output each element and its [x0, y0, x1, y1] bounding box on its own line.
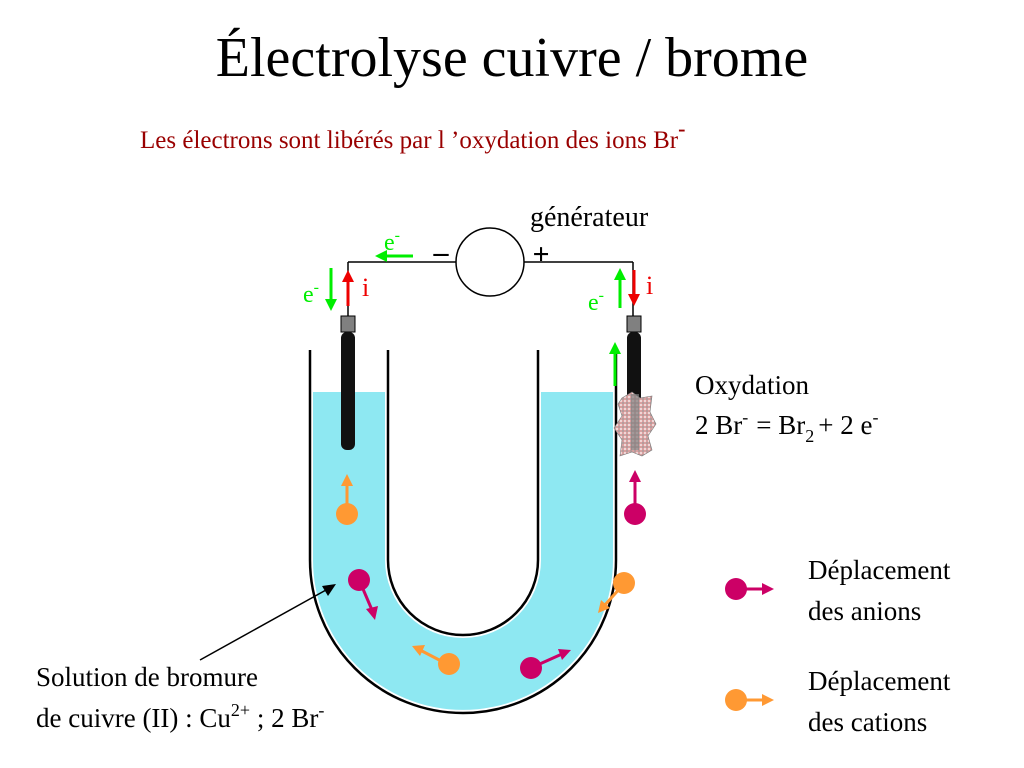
current-label-left: i	[362, 273, 369, 302]
current-arrow-right	[628, 270, 640, 306]
legend-anions-line1: Déplacement	[808, 555, 951, 585]
cation-ion	[598, 572, 635, 613]
right-electrode-cap	[626, 315, 642, 333]
oxidation-equation: 2 Br-= Br2+ 2 e-	[695, 407, 878, 446]
legend-cation-marker	[725, 689, 774, 711]
solution-pointer-head	[322, 584, 336, 596]
current-arrow-left	[342, 270, 354, 306]
electron-arrow-right	[614, 268, 626, 308]
anion-ion	[348, 569, 378, 620]
electron-arrow-anode	[609, 342, 621, 386]
legend-anions-line2: des anions	[808, 596, 921, 626]
solution-label-line2: de cuivre (II) : Cu2+ ; 2 Br-	[36, 700, 324, 733]
electron-arrow-top	[375, 250, 413, 262]
cation-ion	[336, 474, 358, 525]
oxidation-title: Oxydation	[695, 370, 809, 400]
anion-ion	[520, 649, 571, 679]
legend-anion-marker	[725, 578, 774, 600]
electron-label-left: e-	[303, 279, 319, 308]
left-electrode-cap	[340, 315, 356, 333]
subtitle: Les électrons sont libérés par l ’oxydat…	[140, 116, 685, 154]
anion-ion	[624, 470, 646, 525]
right-electrode-core	[631, 394, 639, 450]
u-tube-solution	[313, 392, 613, 710]
page-title: Électrolyse cuivre / brome	[216, 27, 808, 89]
legend-cations-line2: des cations	[808, 707, 927, 737]
solution-pointer-line	[199, 589, 327, 661]
generator-label: générateur	[530, 202, 649, 233]
electron-label-top: e-	[384, 227, 400, 256]
generator-minus: –	[433, 236, 450, 269]
generator-plus: +	[532, 238, 549, 271]
u-tube-wall-outer	[308, 350, 618, 715]
left-electrode	[341, 332, 355, 450]
legend-cations-line1: Déplacement	[808, 666, 951, 696]
cation-ion	[412, 645, 460, 675]
current-label-right: i	[646, 271, 653, 300]
electron-label-right: e-	[588, 287, 604, 316]
solution-label-line1: Solution de bromure	[36, 662, 258, 692]
generator-symbol	[455, 227, 525, 297]
electron-arrow-left	[325, 268, 337, 311]
u-tube-wall-inner	[386, 350, 540, 637]
